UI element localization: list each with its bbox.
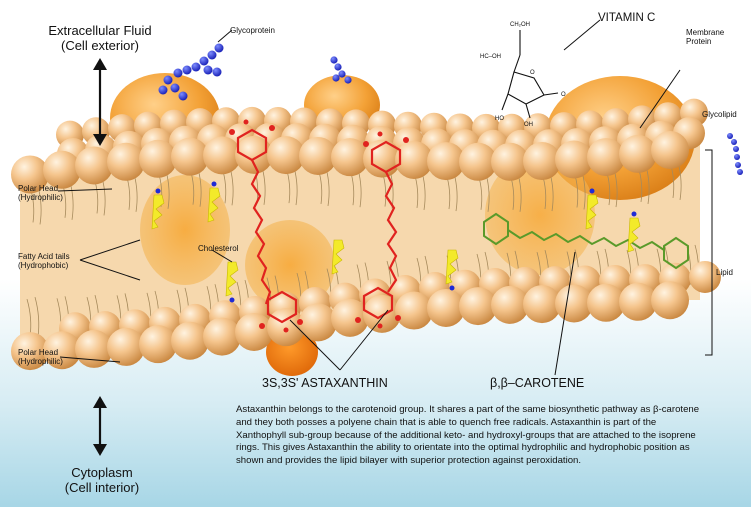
cholesterol-label: Cholesterol <box>198 244 238 253</box>
phospholipid-head <box>139 325 177 363</box>
phospholipid-head <box>75 146 113 184</box>
vitamin-c-ring-o: O <box>530 70 535 76</box>
polar-head-top-line1: Polar Head <box>18 184 63 193</box>
glycolipid-label: Glycolipid <box>702 110 737 119</box>
phospholipid-head <box>267 308 305 346</box>
vitamin-c-ho: HO <box>495 116 504 122</box>
membrane-protein-line1: Membrane <box>686 28 724 37</box>
membrane-protein-line2: Protein <box>686 37 724 46</box>
phospholipid-head <box>299 303 337 341</box>
vitamin-c-keto-o: O <box>561 92 566 98</box>
fatty-acid-label: Fatty Acid tails (Hydrophobic) <box>18 252 70 270</box>
polar-head-bottom-line1: Polar Head <box>18 348 63 357</box>
phospholipid-head <box>235 313 273 351</box>
vitamin-c-hcoh: HC–OH <box>480 54 501 60</box>
vitamin-c-label: VITAMIN C <box>598 12 655 25</box>
polar-head-top-line2: (Hydrophilic) <box>18 193 63 202</box>
extracellular-title: Extracellular Fluid <box>32 24 168 39</box>
phospholipid-head <box>651 131 689 169</box>
membrane-protein-label: Membrane Protein <box>686 28 724 46</box>
fatty-acid-line1: Fatty Acid tails <box>18 252 70 261</box>
cytoplasm-title: Cytoplasm <box>34 466 170 481</box>
phospholipid-head <box>619 135 657 173</box>
polar-head-top-label: Polar Head (Hydrophilic) <box>18 184 63 202</box>
vitamin-c-ch2oh: CH₂OH <box>510 22 530 28</box>
phospholipid-head <box>651 281 689 319</box>
astaxanthin-label: 3S,3S' ASTAXANTHIN <box>262 376 388 390</box>
polar-head-bottom-label: Polar Head (Hydrophilic) <box>18 348 63 366</box>
beta-carotene-label: β,β–CAROTENE <box>490 376 584 390</box>
polar-head-bottom-line2: (Hydrophilic) <box>18 357 63 366</box>
extracellular-label: Extracellular Fluid (Cell exterior) <box>32 24 168 54</box>
cytoplasm-subtitle: (Cell interior) <box>34 481 170 496</box>
lipid-label: Lipid <box>716 268 733 277</box>
cytoplasm-label: Cytoplasm (Cell interior) <box>34 466 170 496</box>
astaxanthin-caption: Astaxanthin belongs to the carotenoid gr… <box>236 404 706 468</box>
glycoprotein-label: Glycoprotein <box>230 26 275 35</box>
fatty-acid-line2: (Hydrophobic) <box>18 261 70 270</box>
vitamin-c-oh: OH <box>524 122 533 128</box>
extracellular-subtitle: (Cell exterior) <box>32 39 168 54</box>
phospholipid-head <box>203 318 241 356</box>
phospholipid-head <box>171 322 209 360</box>
